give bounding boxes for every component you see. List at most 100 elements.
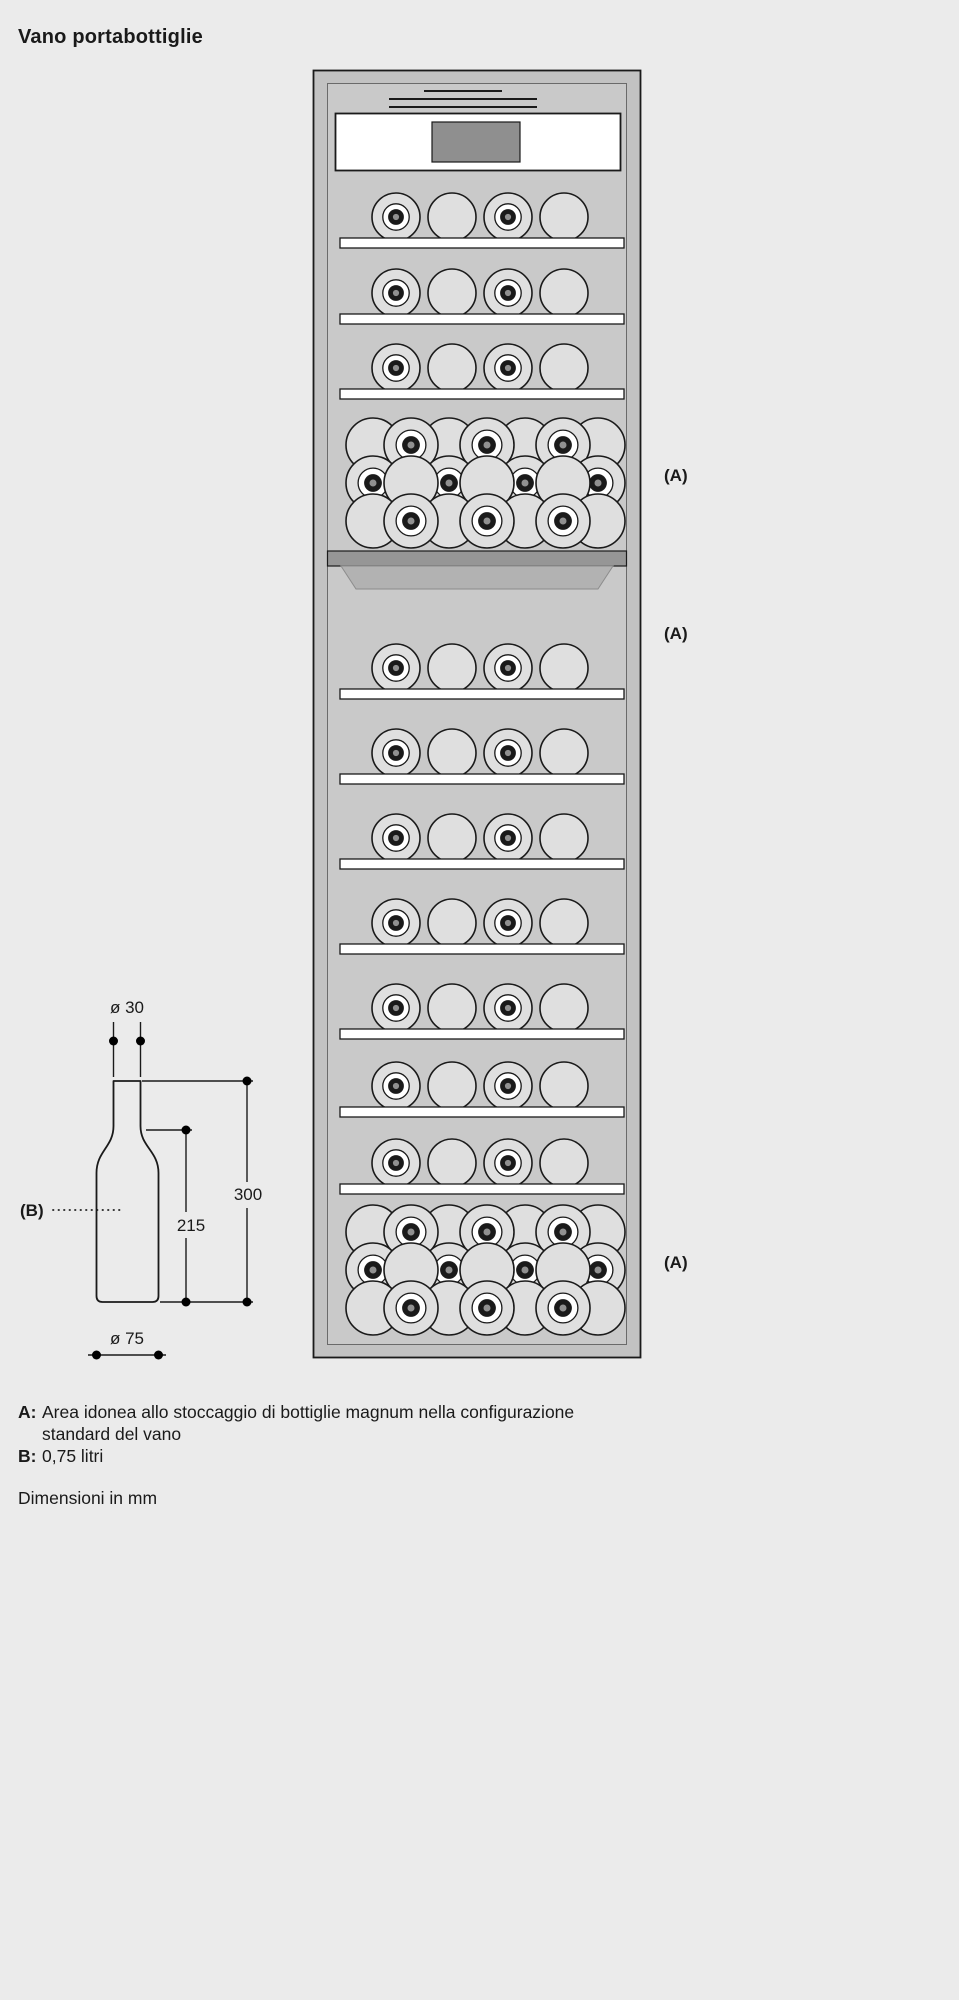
footnote-b: B: 0,75 litri: [18, 1445, 738, 1467]
b-label: (B): [20, 1201, 44, 1220]
footnote-a: A: Area idonea allo stoccaggio di bottig…: [18, 1401, 738, 1445]
divider-shadow: [340, 565, 614, 590]
shelf: [339, 688, 625, 700]
shelf: [339, 943, 625, 955]
bottle-cork: [459, 417, 515, 473]
bottle-cork: [371, 728, 421, 778]
total-height-label: 300: [234, 1185, 262, 1204]
footnote-a-key: A:: [18, 1402, 37, 1422]
bottle-cork: [483, 728, 533, 778]
bottle-cork: [371, 898, 421, 948]
bottle-cork: [483, 1061, 533, 1111]
bottle-plain: [539, 1138, 589, 1188]
display-screen: [431, 121, 521, 163]
bottle-plain: [427, 192, 477, 242]
bottle-plain: [539, 813, 589, 863]
bottle-cork: [383, 493, 439, 549]
bottle-cork: [371, 1061, 421, 1111]
bottle-plain: [539, 643, 589, 693]
bottle-cork: [535, 1280, 591, 1336]
bottle-cork: [383, 1280, 439, 1336]
bottle-plain: [539, 192, 589, 242]
bottle-cork: [483, 268, 533, 318]
zone-label-a-3: (A): [664, 1253, 688, 1272]
bottle-plain: [427, 813, 477, 863]
dim-dot: [92, 1350, 101, 1360]
shelf: [339, 1183, 625, 1195]
body-height-label: 215: [177, 1216, 205, 1235]
bottle-dimension-diagram: ø 30 (B): [20, 998, 262, 1360]
bottle-cork: [371, 268, 421, 318]
dim-dot: [109, 1036, 118, 1046]
bottle-plain: [427, 983, 477, 1033]
bottle-cork: [459, 1204, 515, 1260]
dim-dot: [181, 1125, 191, 1135]
footnote-a-text: Area idonea allo stoccaggio di bottiglie…: [42, 1402, 575, 1444]
bottle-cork: [383, 1204, 439, 1260]
shelf: [339, 858, 625, 870]
bottle-plain: [539, 728, 589, 778]
bottle-plain: [427, 728, 477, 778]
page-title: Vano portabottiglie: [18, 26, 203, 48]
bottle-cork: [383, 417, 439, 473]
bottle-cork: [345, 455, 401, 511]
bottle-cork: [371, 192, 421, 242]
bottle-cork: [371, 1138, 421, 1188]
neck-dimension-lines: [112, 1022, 142, 1077]
bottle-cork: [371, 813, 421, 863]
zone-label-a-2: (A): [664, 624, 688, 643]
bottle-plain: [427, 898, 477, 948]
bottle-cork: [371, 983, 421, 1033]
bottle-plain: [539, 343, 589, 393]
bottle-cork: [459, 493, 515, 549]
dim-dot: [242, 1297, 252, 1307]
shelf: [339, 773, 625, 785]
bottle-cork: [483, 643, 533, 693]
legend: A: Area idonea allo stoccaggio di bottig…: [18, 1401, 738, 1509]
shelf: [339, 237, 625, 249]
bottle-cork: [483, 343, 533, 393]
neck-diameter-label: ø 30: [110, 998, 144, 1017]
bottle-cork: [483, 1138, 533, 1188]
bottle-cork: [483, 813, 533, 863]
vent-grille: [389, 90, 537, 108]
bottle-plain: [427, 268, 477, 318]
footnote-b-key: B:: [18, 1446, 37, 1466]
bottle-plain: [427, 1061, 477, 1111]
dim-dot: [242, 1076, 252, 1086]
bottle-cork: [459, 1280, 515, 1336]
bottle-cork: [535, 417, 591, 473]
shelf: [339, 313, 625, 325]
bottle-plain: [539, 1061, 589, 1111]
bottles-layer: [339, 192, 626, 1336]
bottle-outline: [95, 1080, 160, 1303]
bottle-cork: [535, 493, 591, 549]
dim-dot: [154, 1350, 163, 1360]
bottle-cork: [371, 343, 421, 393]
zone-divider: [326, 550, 628, 567]
bottle-cork: [483, 192, 533, 242]
bottle-plain: [427, 643, 477, 693]
shelf: [339, 1028, 625, 1040]
shelf: [339, 1106, 625, 1118]
bottle-cork: [497, 1242, 553, 1298]
dim-dot: [181, 1297, 191, 1307]
zone-labels: (A) (A) (A): [664, 466, 688, 1272]
bottle-plain: [427, 343, 477, 393]
body-diameter-label: ø 75: [110, 1329, 144, 1348]
bottle-plain: [539, 983, 589, 1033]
bottle-cork: [483, 983, 533, 1033]
bottle-plain: [539, 268, 589, 318]
bottle-cork: [371, 643, 421, 693]
wine-cabinet: [312, 69, 642, 1359]
bottle-plain: [427, 1138, 477, 1188]
bottle-cork: [535, 1204, 591, 1260]
bottle-cork: [483, 898, 533, 948]
zone-label-a-1: (A): [664, 466, 688, 485]
footnote-b-text: 0,75 litri: [42, 1446, 104, 1466]
dim-dot: [136, 1036, 145, 1046]
bottle-plain: [539, 898, 589, 948]
shelf: [339, 388, 625, 400]
